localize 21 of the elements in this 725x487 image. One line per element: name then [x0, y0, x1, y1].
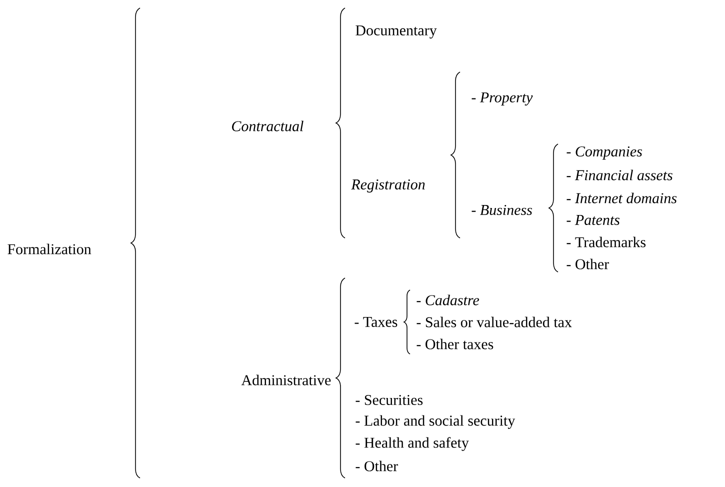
tree-label: Administrative: [241, 374, 331, 386]
tree-label: - Other: [356, 460, 398, 472]
tree-label: - Sales or value-added tax: [416, 316, 572, 328]
tree-label: - Companies: [566, 146, 642, 160]
tree-label: - Patents: [566, 215, 620, 225]
tree-label: Formalization: [8, 244, 92, 254]
tree-label: - Taxes: [354, 317, 398, 327]
tree-label: - Cadastre: [416, 294, 480, 306]
tree-label: - Other taxes: [416, 338, 494, 350]
tree-label: Contractual: [232, 120, 304, 132]
tree-label: - Other: [566, 258, 609, 270]
tree-label: - Business: [472, 204, 532, 216]
tree-label: Documentary: [356, 25, 437, 39]
tree-label: - Property: [472, 92, 533, 106]
tree-label: Registration: [351, 179, 425, 193]
tree-label: - Labor and social security: [356, 415, 516, 429]
tree-label: - Internet domains: [566, 192, 677, 204]
tree-label: - Trademarks: [566, 236, 646, 248]
tree-label: - Securities: [356, 394, 423, 406]
tree-label: - Health and safety: [356, 437, 469, 451]
tree-label: - Financial assets: [566, 170, 672, 180]
